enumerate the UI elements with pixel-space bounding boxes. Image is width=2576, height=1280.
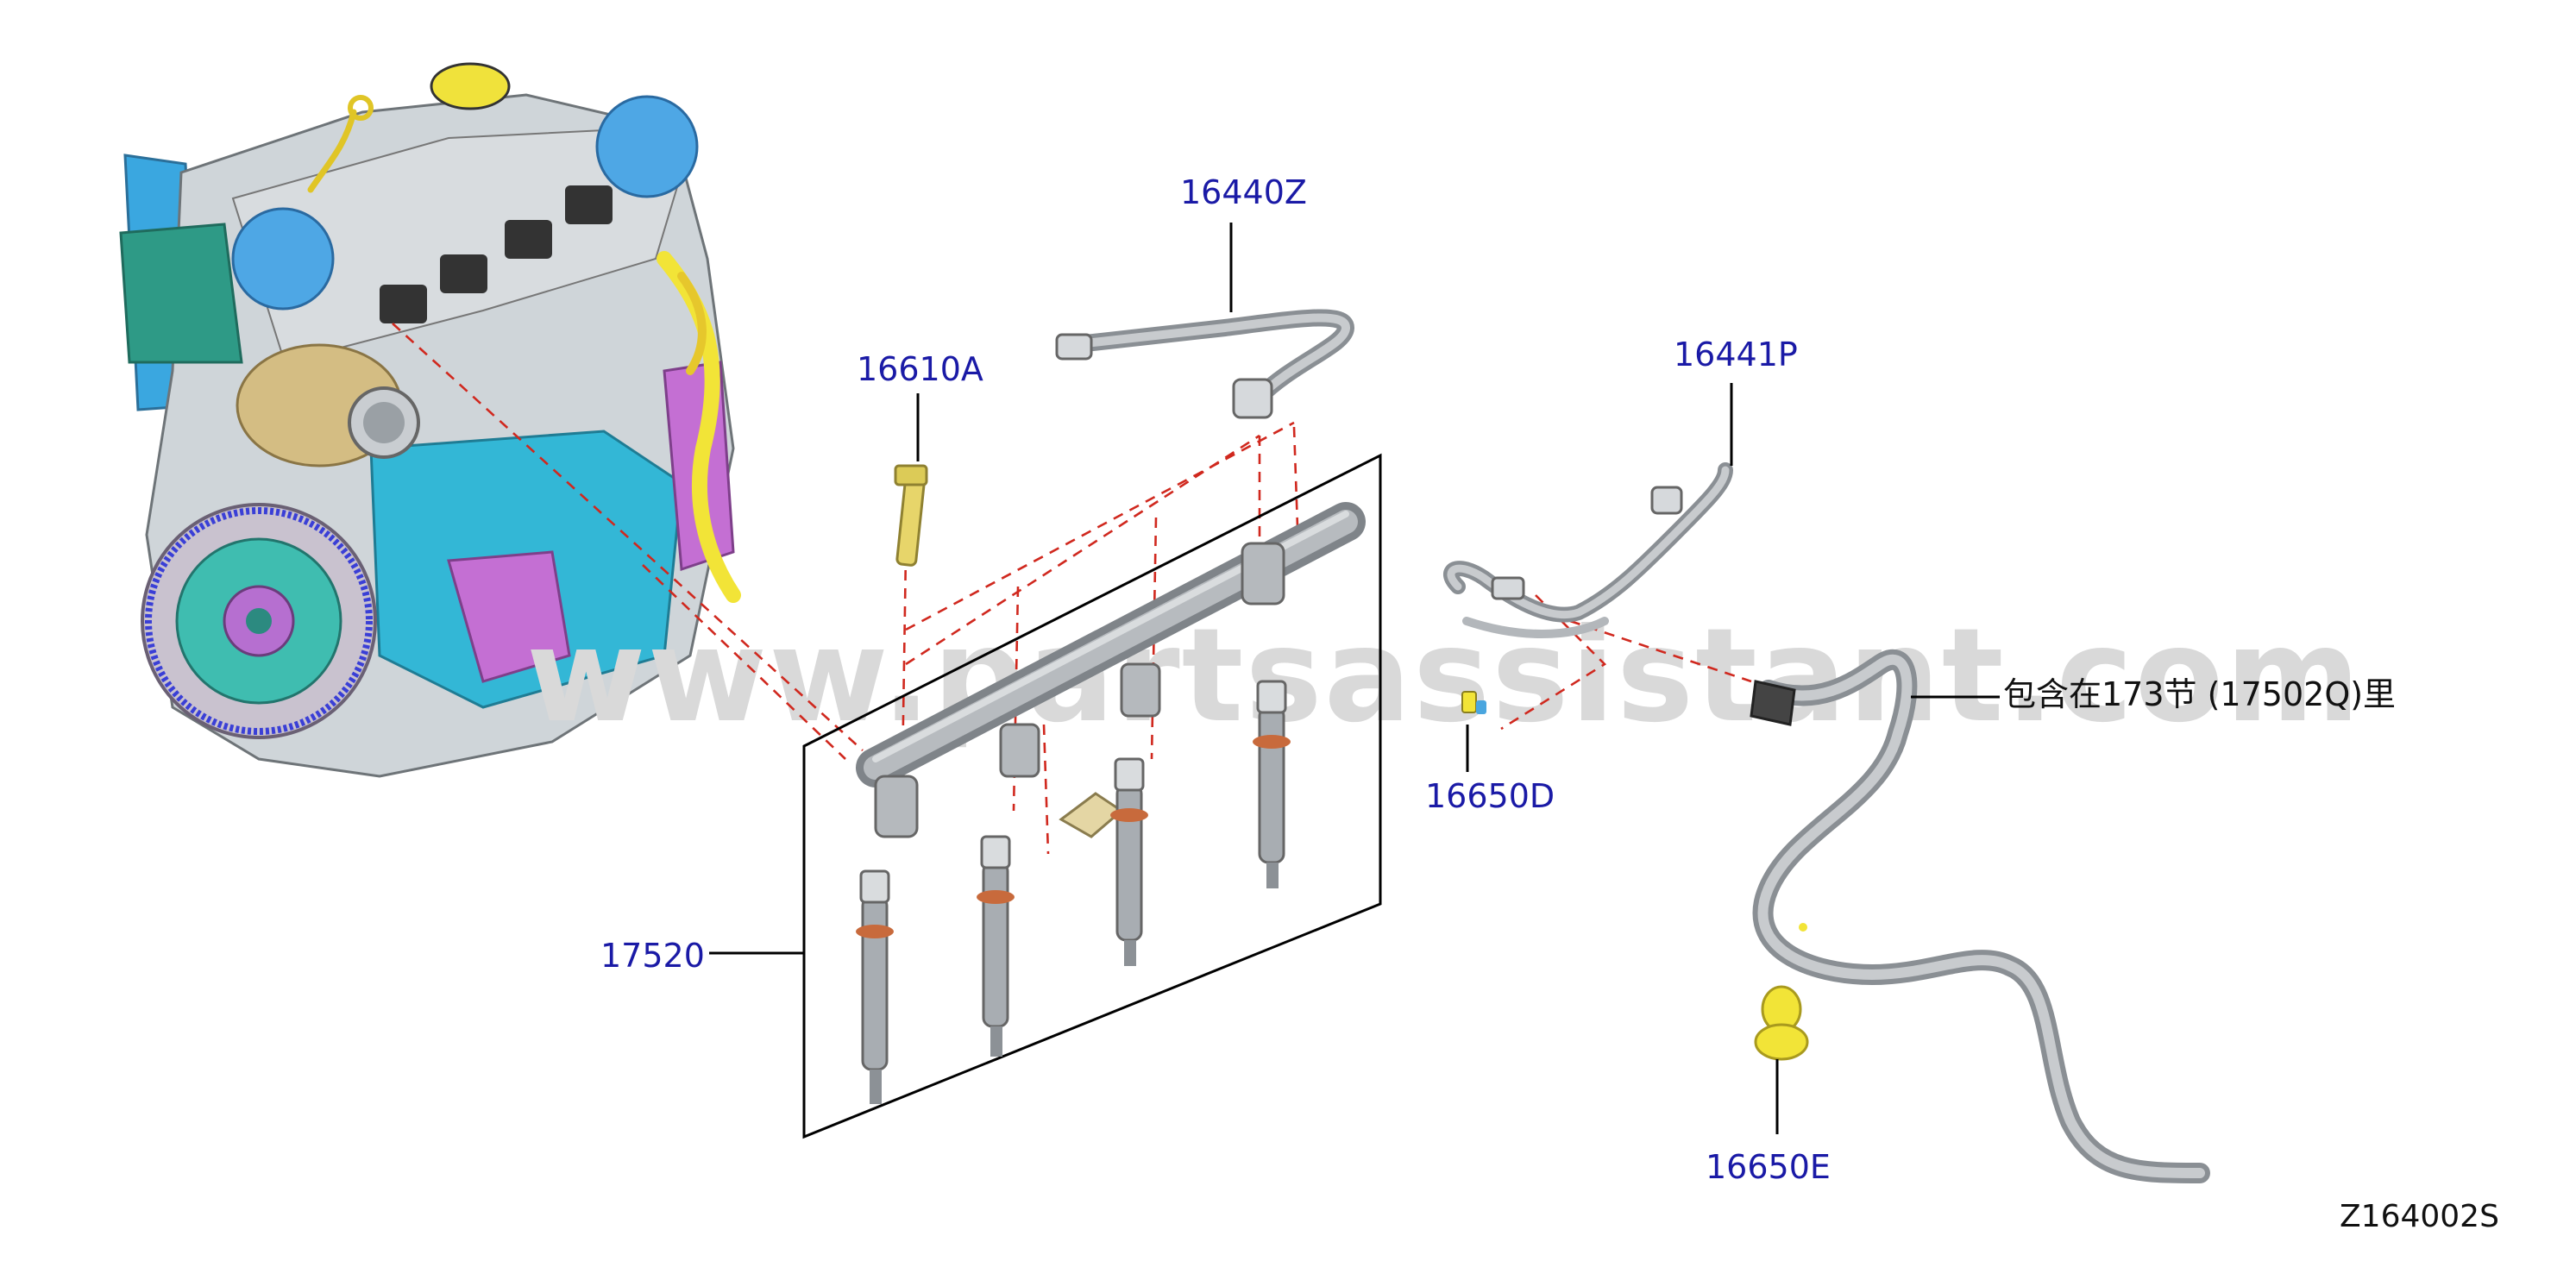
bolt-part[interactable] [894, 464, 928, 567]
callout-17520[interactable]: 17520 [600, 937, 705, 975]
injector-3 [1110, 757, 1148, 966]
watermark-text: www.partsassistant.com [526, 601, 2362, 751]
clamp-yellow-part[interactable] [1754, 985, 1809, 1061]
note-included-section: 包含在173节 (17502Q)里 [2003, 675, 2396, 713]
engine-illustration [119, 62, 741, 778]
fuel-pipe-side[interactable] [1443, 462, 1733, 638]
injectors[interactable] [856, 680, 1291, 1104]
injector-1 [856, 869, 894, 1104]
callout-16650D[interactable]: 16650D [1425, 777, 1555, 815]
fuel-rail-assembly[interactable] [856, 502, 1366, 838]
injector-4 [1253, 680, 1291, 888]
callout-16610A[interactable]: 16610A [857, 350, 983, 388]
injector-2 [977, 835, 1015, 1057]
fuel-hose-long[interactable] [1750, 649, 2210, 1183]
fuel-pipe-upper[interactable] [1055, 309, 1354, 419]
clip-small-part[interactable] [1461, 691, 1486, 714]
fuel-rail-frame [802, 453, 1382, 1139]
callout-16440Z[interactable]: 16440Z [1180, 173, 1307, 211]
leader-lines [709, 223, 2000, 1134]
callout-16650E[interactable]: 16650E [1706, 1148, 1831, 1186]
callout-16441P[interactable]: 16441P [1674, 336, 1798, 373]
diagram-id-label: Z164002S [2340, 1199, 2499, 1234]
